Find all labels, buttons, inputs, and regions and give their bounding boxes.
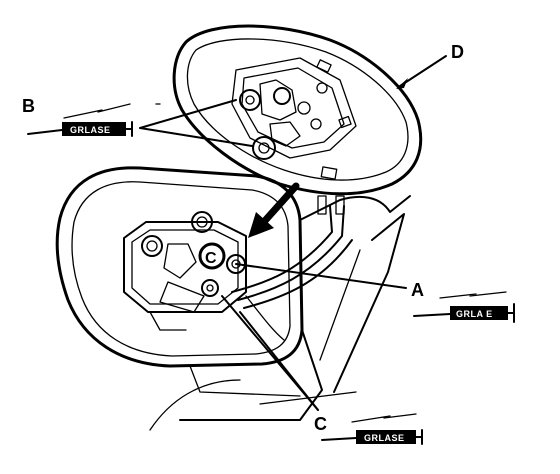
label-d: D (451, 42, 464, 62)
grease-label-c: GRLASE (364, 433, 405, 443)
callout-a: A (235, 263, 424, 300)
label-a: A (411, 280, 424, 300)
grease-tube-icon: GRLASE (27, 103, 133, 137)
center-c-label: C (205, 250, 217, 267)
grease-tube-icon: GRLASE (321, 413, 423, 445)
mirror-housing (55, 166, 411, 431)
grease-tube-icon: GRLA E (413, 291, 515, 323)
callout-c: C (221, 295, 327, 434)
pointer-arrow-icon (248, 212, 274, 238)
pointer-arrow-icon (396, 78, 408, 89)
pivot-ball-icon (141, 235, 163, 257)
label-c: C (314, 414, 327, 434)
grease-label-a: GRLA E (456, 309, 493, 319)
pivot-ball-icon (191, 211, 213, 233)
callout-b: B (22, 96, 253, 147)
grease-label-b: GRLASE (70, 125, 111, 135)
mirror-actuator: C (123, 195, 353, 341)
pivot-ball-icon (201, 279, 219, 297)
callout-d: D (396, 42, 464, 89)
label-b: B (22, 96, 35, 116)
mirror-backplate (172, 24, 423, 196)
